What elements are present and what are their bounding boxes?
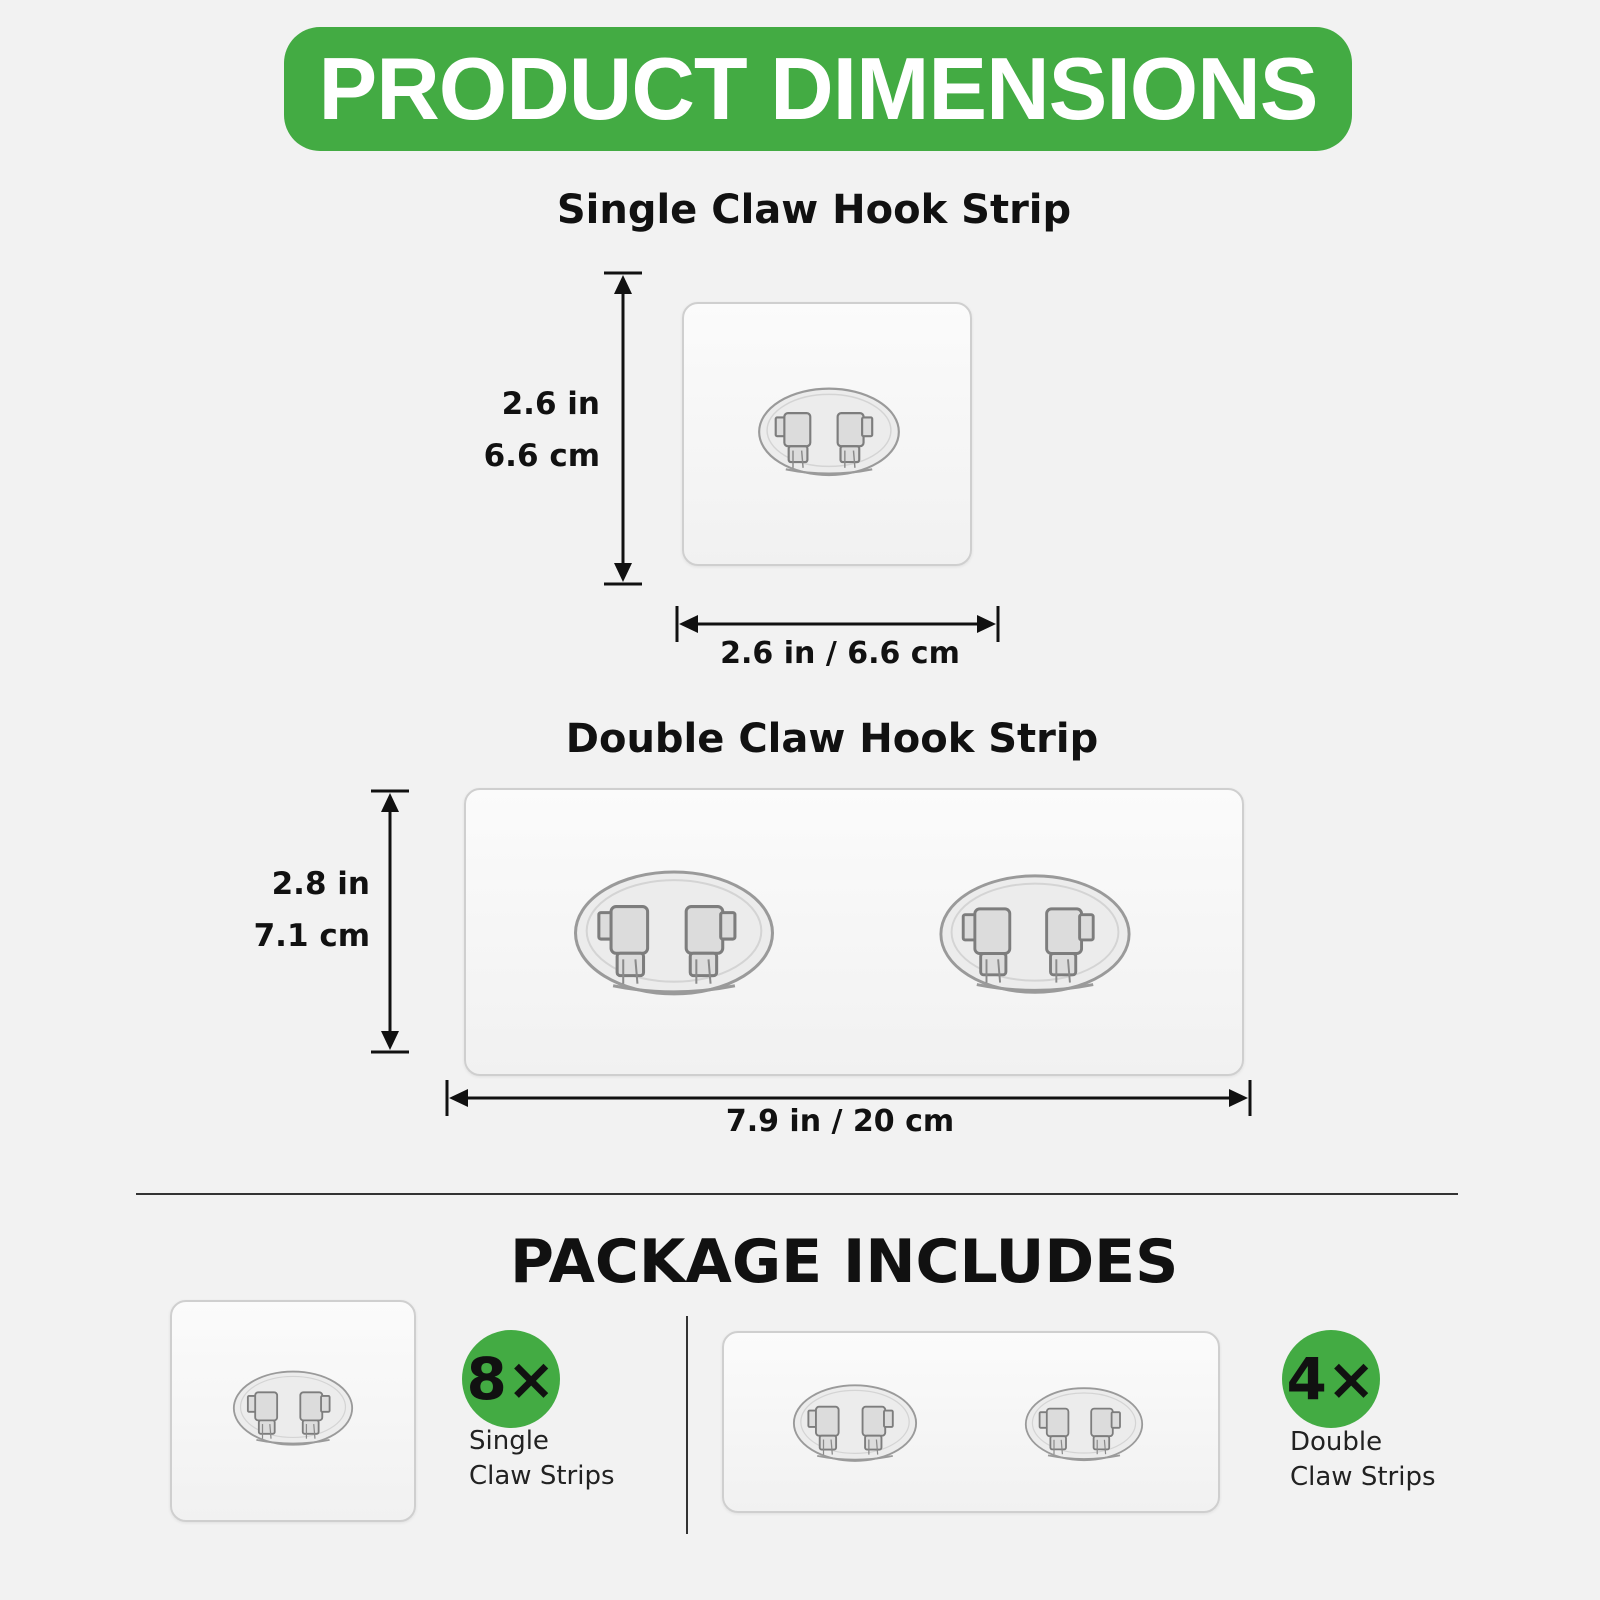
single-strip-image xyxy=(682,302,972,566)
package-divider xyxy=(686,1316,688,1534)
claw-hook-icon xyxy=(1024,1385,1144,1467)
package-single-strip-image xyxy=(170,1300,416,1522)
double-count-label: Double Claw Strips xyxy=(1290,1427,1436,1492)
single-width-label: 2.6 in / 6.6 cm xyxy=(720,636,960,671)
arrow-horizontal-icon xyxy=(445,1080,1252,1116)
claw-hook-icon xyxy=(938,872,1132,1002)
claw-hook-icon xyxy=(757,377,901,491)
double-height-in: 2.8 in xyxy=(271,866,370,902)
page-title: PRODUCT DIMENSIONS xyxy=(318,39,1319,138)
claw-hook-icon xyxy=(792,1383,918,1467)
claw-hook-icon xyxy=(572,870,776,1002)
double-strip-image xyxy=(464,788,1244,1076)
header-banner: PRODUCT DIMENSIONS xyxy=(284,27,1352,151)
double-strip-title: Double Claw Hook Strip xyxy=(565,716,1099,762)
arrow-horizontal-icon xyxy=(675,606,1000,642)
single-height-label: 2.6 in 6.6 cm xyxy=(420,378,600,482)
double-width-label: 7.9 in / 20 cm xyxy=(725,1104,955,1139)
arrow-vertical-icon xyxy=(604,271,642,586)
package-double-strip-image xyxy=(722,1331,1220,1513)
single-count-badge: 8× xyxy=(462,1330,560,1428)
single-count-label: Single Claw Strips xyxy=(469,1426,615,1491)
package-title: PACKAGE INCLUDES xyxy=(510,1227,1179,1297)
claw-hook-icon xyxy=(232,1362,354,1458)
double-height-cm: 7.1 cm xyxy=(253,918,370,954)
single-height-in: 2.6 in xyxy=(501,386,600,422)
double-count: 4× xyxy=(1286,1345,1376,1413)
single-count: 8× xyxy=(466,1345,556,1413)
arrow-vertical-icon xyxy=(371,789,409,1054)
single-height-cm: 6.6 cm xyxy=(483,438,600,474)
double-count-badge: 4× xyxy=(1282,1330,1380,1428)
section-divider xyxy=(136,1193,1458,1195)
double-height-label: 2.8 in 7.1 cm xyxy=(190,858,370,962)
single-strip-title: Single Claw Hook Strip xyxy=(556,187,1072,233)
